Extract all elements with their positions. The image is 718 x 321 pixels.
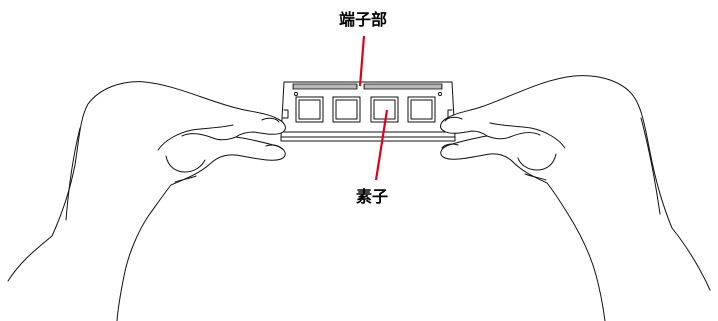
left-hand-thumb xyxy=(181,133,237,141)
left-hand-nail-2 xyxy=(265,144,283,150)
memory-chips xyxy=(295,96,436,123)
module-pad xyxy=(293,91,299,97)
right-hand-finger-line xyxy=(489,122,566,149)
module-left-notch xyxy=(282,109,289,119)
right-hand-wrist xyxy=(640,117,661,215)
left-hand-wrist xyxy=(65,127,81,221)
module-pad xyxy=(437,91,443,97)
memory-chip xyxy=(407,96,436,123)
left-hand xyxy=(7,81,286,321)
right-hand-nail-2 xyxy=(441,143,459,149)
right-hand-nail xyxy=(444,116,463,122)
memory-chip xyxy=(332,96,361,123)
terminal-contacts xyxy=(292,83,443,90)
right-hand-knuckle-2 xyxy=(524,173,547,181)
memory-module xyxy=(280,81,456,142)
memory-chip xyxy=(295,96,324,123)
right-hand xyxy=(440,75,711,321)
chip-label: 素子 xyxy=(356,187,388,206)
left-hand-nail xyxy=(261,117,280,123)
terminal-leader-line xyxy=(358,35,366,87)
right-hand-outline xyxy=(440,75,711,321)
memory-chip xyxy=(370,96,399,123)
chip-leader-line xyxy=(374,109,389,181)
module-board-edge xyxy=(280,136,456,142)
left-hand-knuckle-2 xyxy=(174,175,197,183)
right-hand-thumb xyxy=(486,132,541,140)
right-hand-knuckle xyxy=(517,153,557,171)
left-hand-knuckle xyxy=(165,155,206,173)
terminal-label: 端子部 xyxy=(339,10,387,29)
left-hand-finger-line xyxy=(157,124,234,151)
left-hand-outline xyxy=(7,81,286,321)
